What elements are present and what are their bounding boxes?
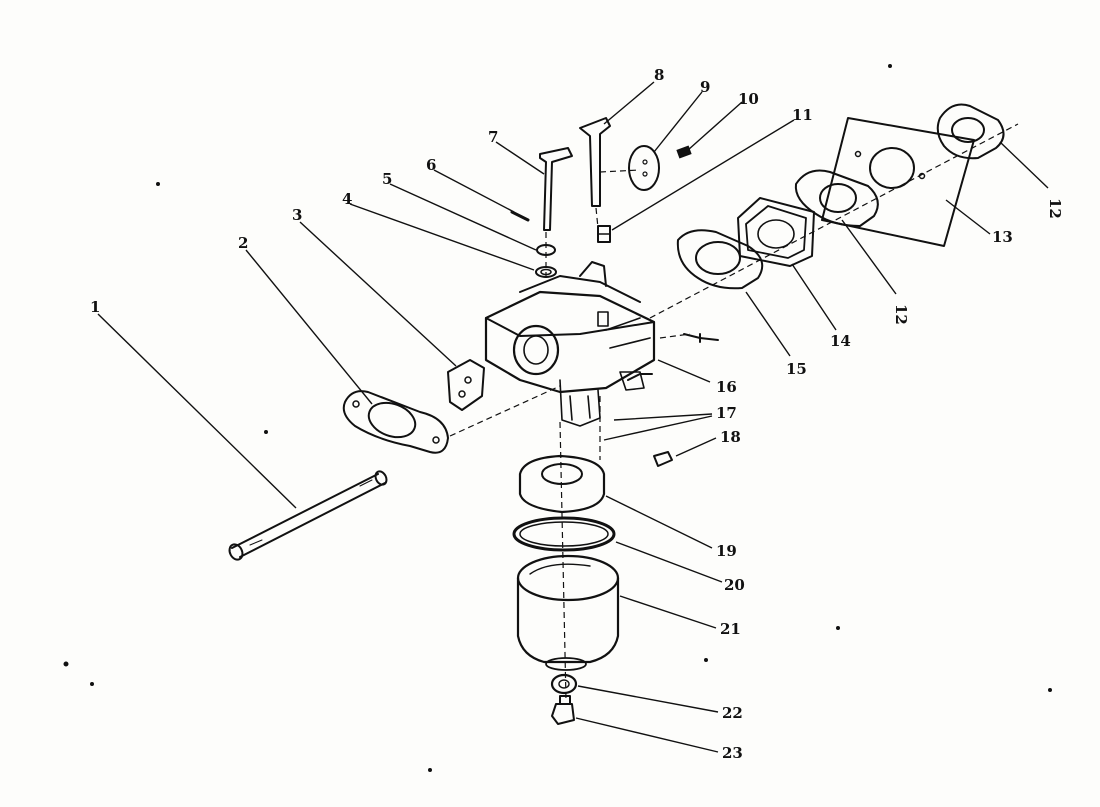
- part-8-throttle-shaft: [579, 117, 611, 207]
- callout-3: 3: [292, 206, 302, 224]
- callout-12-lower: 12: [892, 304, 910, 325]
- callout-20: 20: [724, 576, 745, 594]
- part-10-screw: [676, 145, 692, 159]
- part-7-choke-shaft: [539, 147, 573, 231]
- callout-7: 7: [488, 128, 498, 146]
- carburetor-body: [484, 261, 656, 427]
- part-13-plate: [821, 117, 975, 247]
- callout-18: 18: [720, 428, 741, 446]
- part-9-throttle-plate: [628, 145, 660, 191]
- callout-10: 10: [738, 90, 759, 108]
- part-19-float: [518, 454, 606, 514]
- callout-12-upper: 12: [1046, 198, 1064, 219]
- callout-13: 13: [992, 228, 1013, 246]
- callout-19: 19: [716, 542, 737, 560]
- part-21-float-bowl: [516, 554, 620, 671]
- callout-8: 8: [654, 66, 664, 84]
- part-12-gasket-upper: [936, 103, 1005, 160]
- callout-14: 14: [830, 332, 851, 350]
- callout-4: 4: [342, 190, 352, 208]
- callout-2: 2: [238, 234, 248, 252]
- part-15-gasket: [676, 229, 764, 290]
- part-14-adapter: [737, 197, 815, 267]
- part-18-screw: [653, 451, 673, 467]
- part-11-fitting: [597, 225, 611, 243]
- callout-16: 16: [716, 378, 737, 396]
- scan-specks: [63, 64, 1052, 772]
- callout-15: 15: [786, 360, 807, 378]
- part-2-gasket: [342, 390, 449, 454]
- leader-lines: [97, 81, 1049, 753]
- callout-11: 11: [792, 106, 813, 124]
- callout-21: 21: [720, 620, 741, 638]
- callout-1: 1: [90, 298, 100, 316]
- part-23-bolt: [551, 695, 575, 725]
- callout-5: 5: [382, 170, 392, 188]
- assembly-axes: [449, 123, 1019, 701]
- part-12-gasket-lower: [794, 169, 879, 227]
- part-1-shaft: [228, 470, 388, 561]
- callout-17: 17: [716, 404, 737, 422]
- callout-22: 22: [722, 704, 743, 722]
- callout-9: 9: [700, 78, 710, 96]
- part-3-plate: [447, 359, 485, 411]
- part-6-screw: [510, 210, 530, 222]
- part-16-needle: [627, 333, 719, 381]
- callout-23: 23: [722, 744, 743, 762]
- part-22-washer: [550, 673, 578, 695]
- callout-6: 6: [426, 156, 436, 174]
- part-20-o-ring: [512, 516, 616, 552]
- callout-labels: 1 2 3 4 5 6 7 8 9 10 11 12 12 13 14 15 1…: [90, 66, 1064, 762]
